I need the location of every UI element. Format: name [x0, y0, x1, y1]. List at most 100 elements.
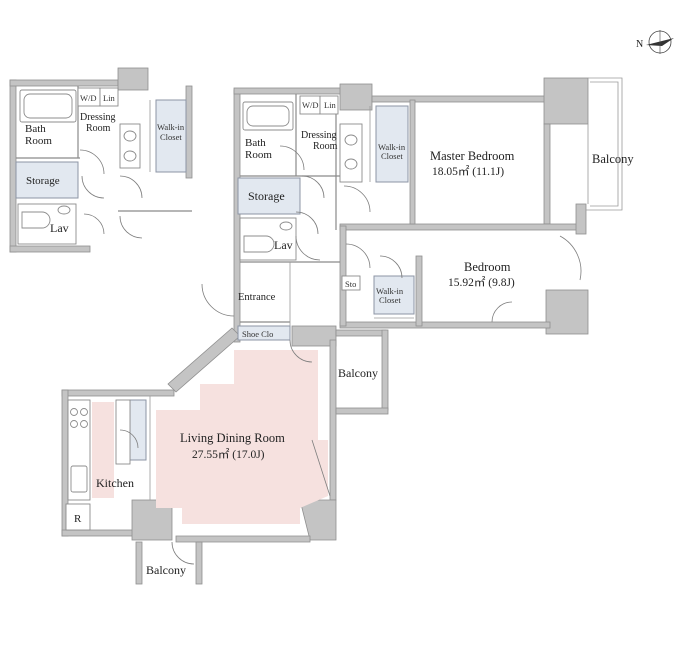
annex-door-swing-2 [81, 175, 105, 199]
vanity [339, 123, 363, 183]
bath-line2: Room [245, 149, 272, 161]
living-dining-floor [156, 350, 328, 524]
kitchen-cabinet [115, 399, 131, 465]
linen-box [319, 95, 339, 115]
annex-bath-line1: Bath [25, 123, 46, 135]
dressing-line1: Dressing [301, 130, 337, 141]
walkin-closet-bed-box [373, 275, 415, 315]
bathtub-inner [246, 105, 290, 127]
lin-label: Lin [324, 100, 337, 110]
ldk-label: Living Dining Room [180, 431, 285, 445]
annex-wall-bottom [9, 245, 91, 253]
balcony-main-label: Balcony [592, 152, 634, 166]
storage-box [237, 177, 301, 215]
wd-label: W/D [302, 100, 319, 110]
annex-column [117, 67, 149, 91]
compass: N [636, 30, 674, 54]
wall-master-east [543, 123, 551, 225]
annex-bathtub-inner [23, 93, 73, 119]
stove-burner-4 [80, 420, 88, 428]
annex-bath-line2: Room [25, 135, 52, 147]
annex-dressing-line2: Room [86, 123, 111, 134]
lav-sink [279, 221, 293, 231]
door-walkin-bed [379, 255, 403, 279]
wall-north-master [371, 95, 549, 103]
annex-unit: Bath Room W/D Lin Dressing Room Walk-in … [9, 67, 193, 253]
annex-wd-label: W/D [80, 93, 97, 103]
wall-balcony-bottom-east [195, 541, 203, 585]
door-bath [279, 145, 305, 171]
kitchen-floor [92, 402, 114, 498]
bedroom-label: Bedroom [464, 260, 511, 274]
annex-door-swing-3 [119, 175, 143, 199]
pantry [129, 399, 147, 461]
door-bedroom-balcony [559, 235, 582, 281]
sto-label: Sto [345, 279, 356, 289]
bedroom-area: 15.92㎡ (9.8J) [448, 276, 515, 289]
column-northeast [543, 77, 589, 125]
wall-bedroom-south [339, 321, 551, 329]
vanity-sink-2 [344, 158, 358, 170]
lav-label: Lav [274, 238, 293, 252]
column-east-top [575, 203, 587, 235]
balcony-main-rail [586, 77, 623, 211]
storage-label: Storage [248, 189, 285, 203]
annex-dressing-line1: Dressing [80, 112, 116, 123]
annex-door-swing-5 [83, 213, 105, 235]
wall-ldk-east [329, 339, 337, 501]
entrance-label: Entrance [238, 292, 276, 303]
door-ldk-balcony [311, 439, 331, 497]
annex-door-swing-1 [79, 149, 105, 175]
walkin-bed-label: Walk-in Closet [376, 286, 405, 305]
wall-diagonal-upper [167, 327, 241, 393]
fridge-box [65, 503, 91, 531]
annex-walkin-label: Walk-in Closet [157, 122, 186, 142]
dressing-line2: Room [313, 141, 338, 152]
door-entrance [201, 283, 235, 317]
walkin-master-line2: Closet [381, 151, 403, 161]
main-walls [61, 77, 623, 585]
door-lav [295, 235, 321, 261]
balcony-side-label: Balcony [338, 366, 378, 380]
wall-bedroom-north [339, 223, 585, 231]
column-east-bottom [545, 289, 589, 335]
toilet [243, 235, 275, 253]
wall-kitchen-south [61, 529, 137, 537]
annex-bath-room-label: Bath Room [25, 123, 52, 147]
sto-box [341, 275, 361, 291]
annex-wall-right [185, 85, 193, 179]
ldk-area: 27.55㎡ (17.0J) [192, 448, 265, 461]
stove-burner-3 [70, 420, 78, 428]
annex-dressing-label: Dressing Room [80, 112, 118, 134]
balcony-main-rail-inner [590, 81, 619, 207]
annex-walkin-line1: Walk-in [157, 122, 185, 132]
fridge-label: R [74, 513, 82, 525]
column-north [339, 83, 373, 111]
master-bedroom-label: Master Bedroom [430, 149, 515, 163]
kitchen-sink [70, 465, 88, 493]
annex-walkin-closet [155, 99, 187, 173]
wall-master-west [409, 99, 416, 225]
main-doors [119, 124, 589, 565]
annex-lin-label: Lin [103, 93, 116, 103]
annex-toilet [21, 211, 51, 229]
door-ldk [289, 339, 313, 363]
bath-room-label: Bath Room [245, 137, 272, 161]
wall-west [233, 89, 241, 343]
door-pantry [119, 429, 139, 449]
wall-balcony-side-bottom [335, 407, 389, 415]
vanity-sink-1 [344, 134, 358, 146]
annex-walkin-line2: Closet [160, 132, 182, 142]
wall-kitchen-north [61, 389, 175, 397]
wall-balcony-side-east [381, 329, 389, 411]
annex-wall-top [9, 79, 119, 87]
column-southeast [299, 499, 337, 541]
kitchen-label: Kitchen [96, 476, 134, 490]
shoe-closet-box [237, 325, 291, 341]
walkin-master-label: Walk-in Closet [378, 142, 407, 161]
walkin-bed-line1: Walk-in [376, 286, 404, 296]
annex-sink-2 [123, 150, 137, 162]
balcony-bottom-label: Balcony [146, 563, 186, 577]
